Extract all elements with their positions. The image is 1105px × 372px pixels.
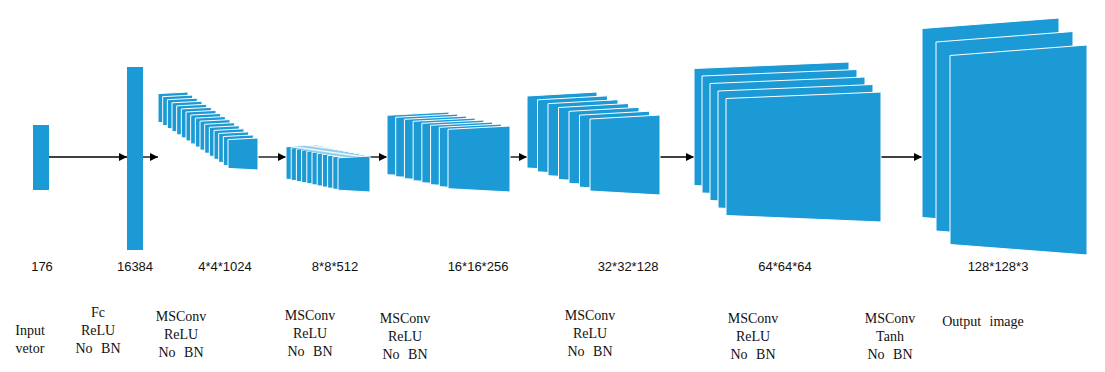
feature-map-stack: 64*64*64 (694, 62, 881, 222)
flow-arrow (49, 156, 127, 157)
feature-map-slice (127, 67, 143, 250)
dimension-label: 176 (31, 259, 53, 274)
feature-map-slice (726, 92, 881, 222)
layer-annotation: Output image (928, 313, 1038, 331)
feature-map-slice (33, 125, 49, 190)
vector-bar: 16384 (127, 67, 143, 250)
feature-map-slice (448, 126, 510, 192)
layer-annotation: MSConv ReLU No BN (379, 310, 431, 364)
feature-map-shape (158, 92, 258, 170)
dimension-label: 16384 (117, 259, 153, 274)
feature-map-shape (286, 145, 370, 192)
flow-arrow (370, 156, 387, 157)
dimension-label: 64*64*64 (758, 259, 812, 274)
flow-arrow (881, 156, 922, 157)
feature-map-stack: 4*4*1024 (158, 92, 258, 170)
layer-annotation: MSConv Tanh No BN (864, 310, 916, 364)
layer-annotation: MSConv ReLU No BN (284, 307, 336, 361)
feature-map-shape (527, 92, 660, 195)
feature-map-stack: 32*32*128 (527, 92, 660, 195)
feature-map-slice (338, 156, 370, 192)
feature-map-slice (950, 45, 1087, 255)
feature-map-stack: 16*16*256 (387, 112, 510, 192)
feature-map-slice (228, 138, 258, 170)
dimension-label: 4*4*1024 (198, 259, 252, 274)
layer-annotation: Input vetor (4, 322, 56, 358)
layer-annotation: MSConv ReLU No BN (564, 307, 616, 361)
dimension-label: 16*16*256 (448, 259, 509, 274)
feature-map-shape (127, 67, 143, 250)
feature-map-stack: 128*128*3 (922, 18, 1087, 255)
flow-arrow (258, 156, 286, 157)
flow-arrow (660, 156, 694, 157)
layer-annotation: Fc ReLU No BN (72, 304, 124, 358)
feature-map-slice (590, 115, 660, 195)
feature-map-shape (387, 112, 510, 192)
feature-map-shape (922, 18, 1087, 255)
layer-annotation: MSConv ReLU No BN (727, 310, 779, 364)
dimension-label: 128*128*3 (968, 259, 1029, 274)
flow-arrow (143, 156, 158, 157)
vector-bar: 176 (33, 125, 49, 190)
dimension-label: 8*8*512 (312, 259, 358, 274)
layer-annotation: MSConv ReLU No BN (155, 308, 207, 362)
feature-map-shape (33, 125, 49, 190)
feature-map-stack: 8*8*512 (286, 145, 370, 192)
dimension-label: 32*32*128 (598, 259, 659, 274)
feature-map-shape (694, 62, 881, 222)
flow-arrow (510, 156, 527, 157)
